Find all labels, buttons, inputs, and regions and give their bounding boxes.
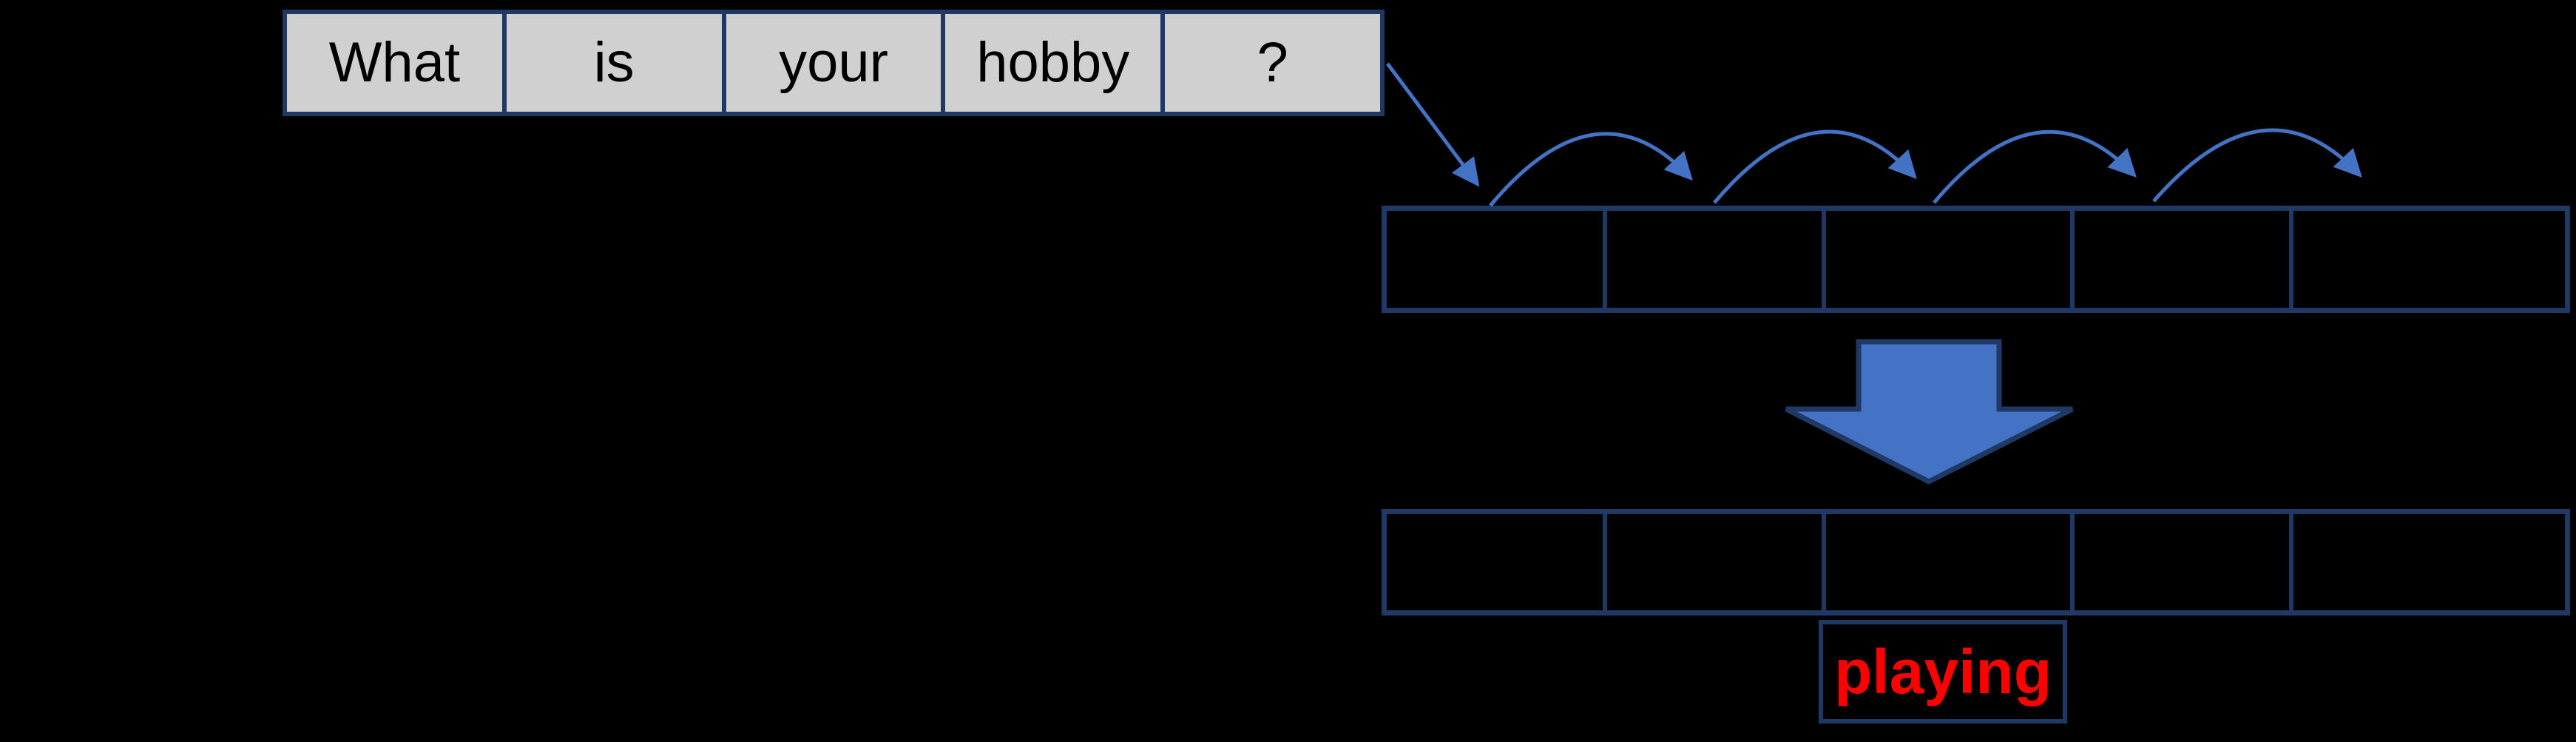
hop-arc-icon-1 (1489, 132, 1693, 207)
encoder-cell-row (1382, 206, 2570, 313)
encoder-cell-4 (2070, 211, 2289, 308)
encoder-cell-2 (1603, 211, 1822, 308)
encoder-cell-3 (1822, 211, 2070, 308)
input-token-cell-3: your (721, 14, 942, 112)
input-token-cell-5: ? (1160, 14, 1380, 112)
input-sentence-table: What is your hobby ? (283, 10, 1385, 116)
encoder-cell-5 (2289, 211, 2565, 308)
encoder-cell-1 (1387, 211, 1603, 308)
input-connector-arrow-icon (1385, 62, 1480, 187)
big-down-arrow-icon (1785, 339, 2074, 485)
output-word-label: playing (1833, 637, 2052, 706)
input-token-cell-2: is (501, 14, 722, 112)
decoder-cell-3 (1822, 514, 2070, 610)
decoder-cell-4 (2070, 514, 2289, 610)
output-word-cell: playing (1819, 620, 2067, 724)
input-token-cell-4: hobby (941, 14, 1160, 112)
decoder-cell-5 (2289, 514, 2565, 610)
decoder-cell-row (1382, 509, 2570, 615)
hop-arc-icon-2 (1713, 129, 1917, 204)
decoder-cell-1 (1387, 514, 1603, 610)
hop-arc-icon-4 (2152, 128, 2362, 203)
decoder-cell-2 (1603, 514, 1822, 610)
input-token-cell-1: What (328, 31, 461, 94)
hop-arc-icon-3 (1933, 129, 2137, 204)
